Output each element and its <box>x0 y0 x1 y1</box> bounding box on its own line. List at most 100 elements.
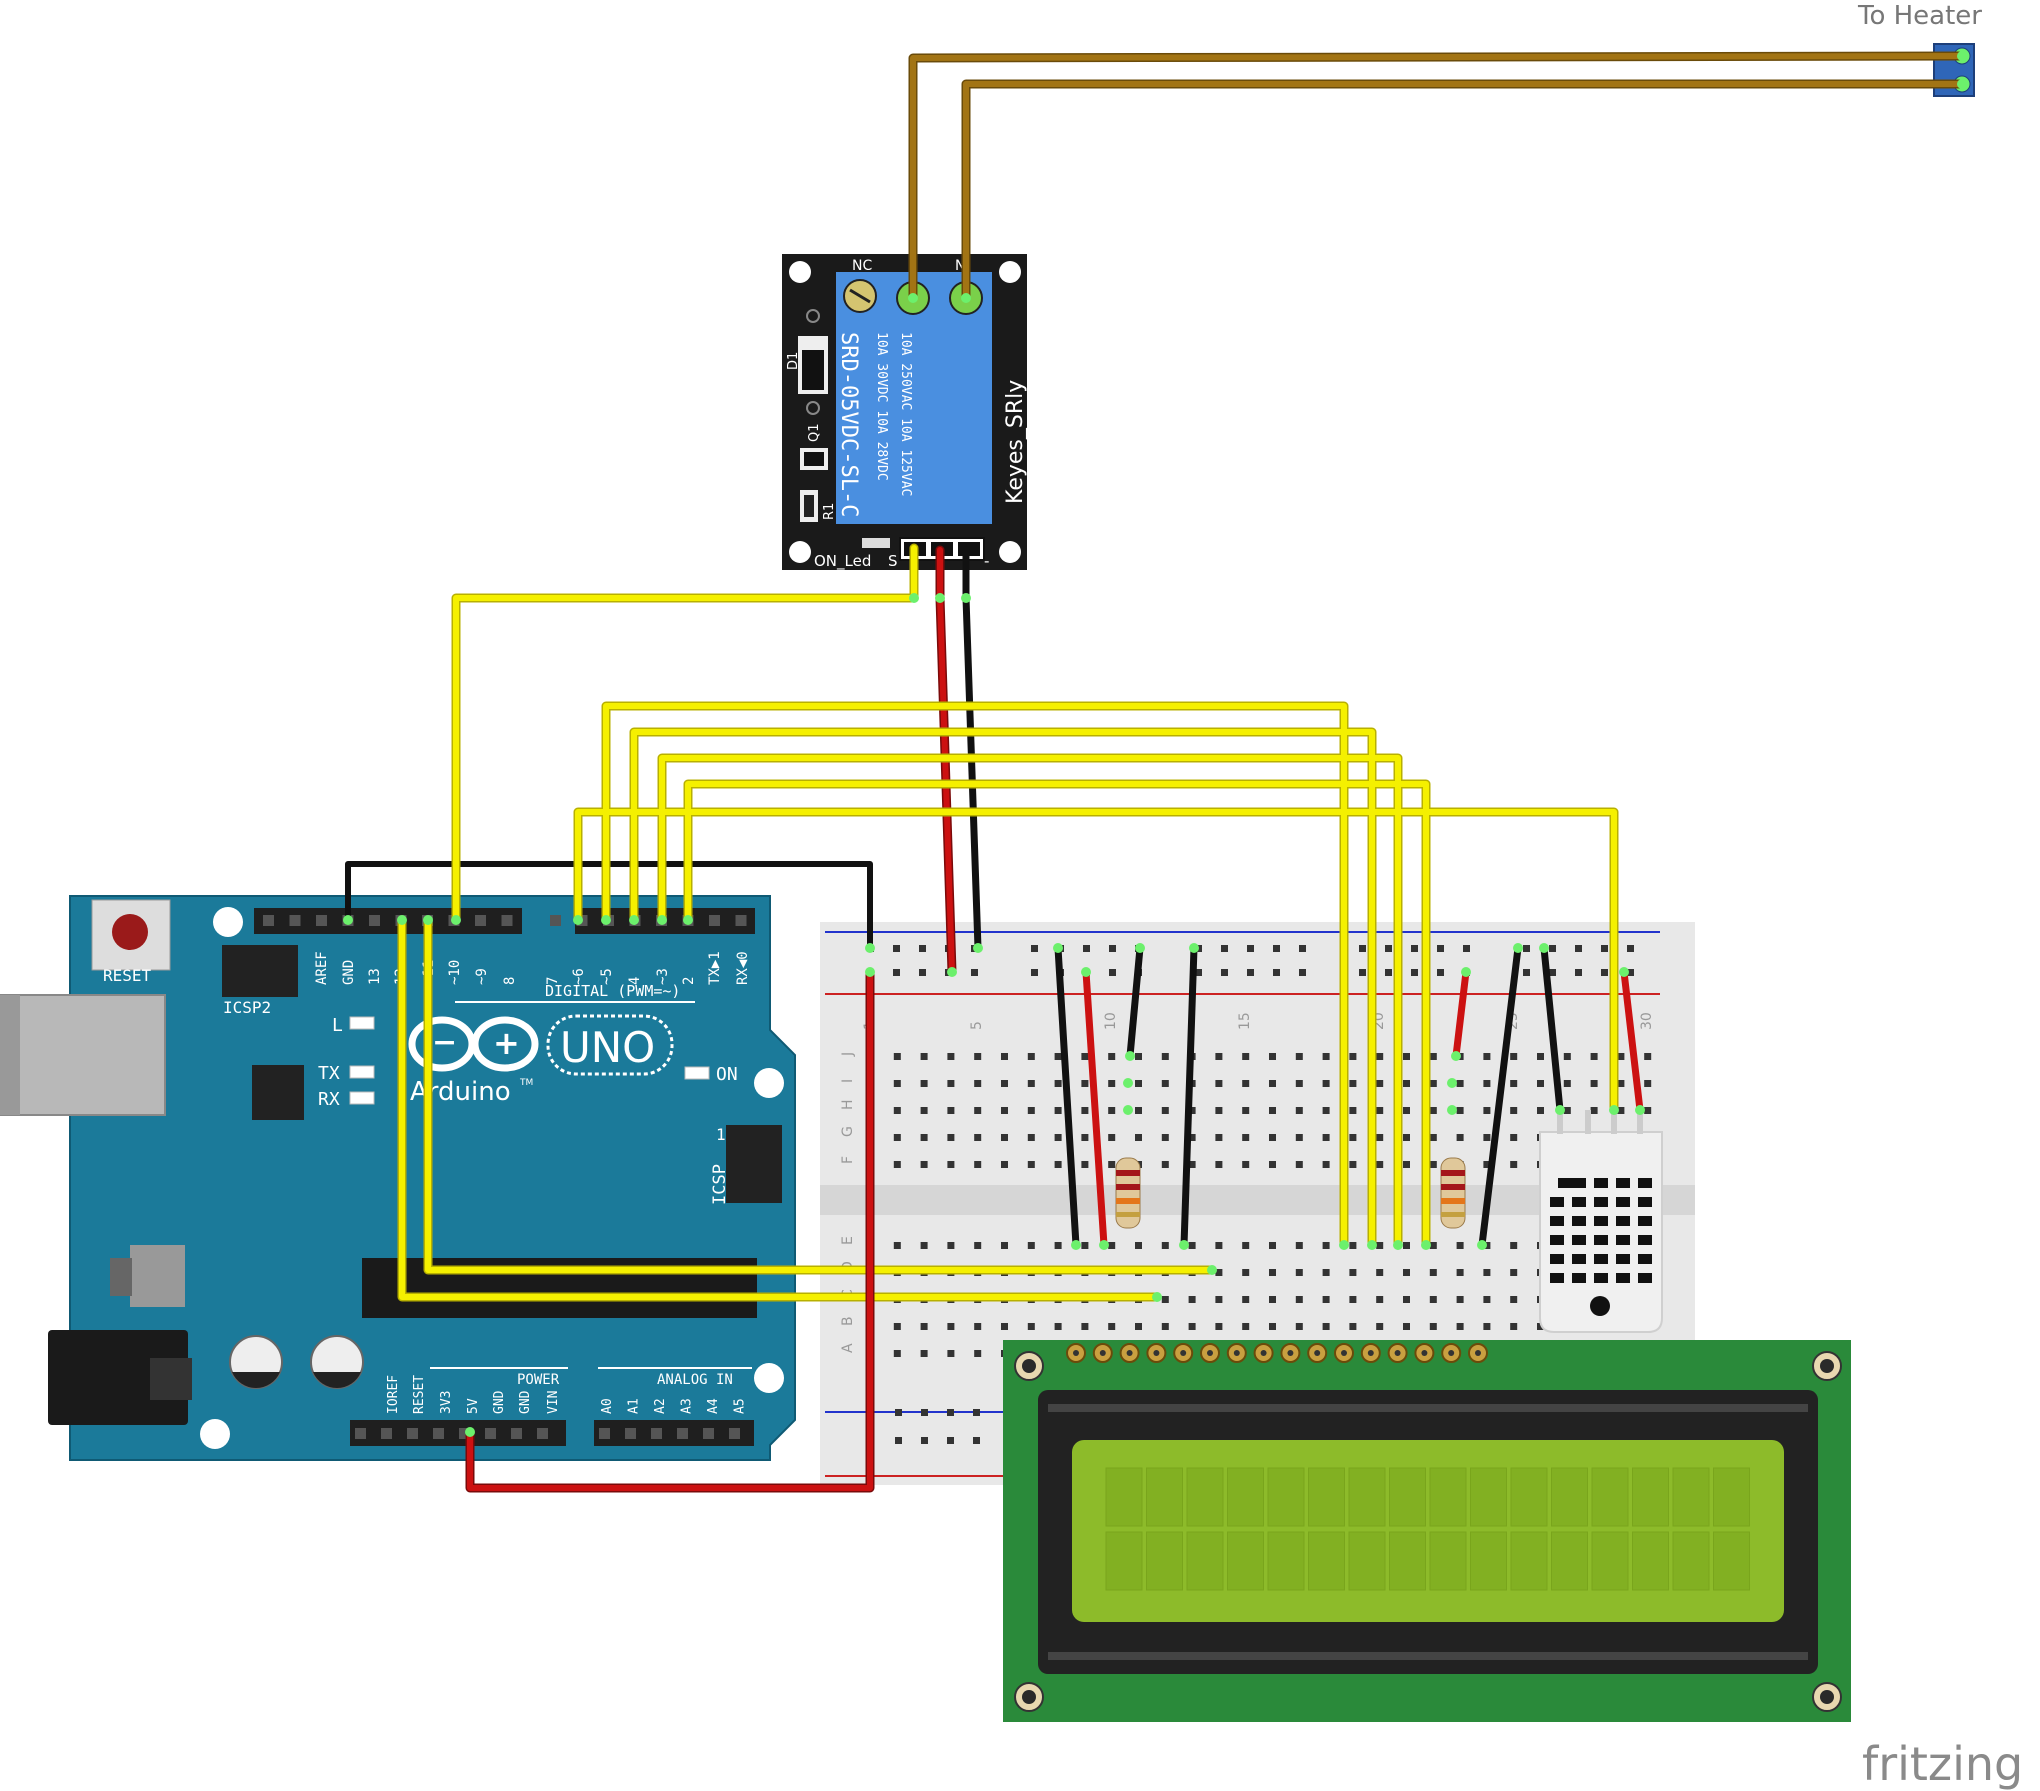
uno-label: UNO <box>560 1023 655 1072</box>
breadboard-hole <box>1269 1242 1276 1249</box>
breadboard-hole <box>1188 1296 1196 1303</box>
dht-pin <box>1557 1110 1563 1134</box>
relay-rating-2: 10A 30VDC 10A 28VDC <box>874 332 889 481</box>
breadboard-hole <box>947 1242 955 1249</box>
lcd-char-cell <box>1105 1467 1143 1527</box>
dht-vent <box>1638 1235 1652 1245</box>
breadboard-hole <box>1027 1107 1035 1114</box>
breadboard-hole <box>1001 1161 1008 1168</box>
breadboard-hole <box>1031 969 1038 976</box>
breadboard-hole <box>1322 1242 1330 1249</box>
breadboard-hole <box>1385 945 1392 952</box>
wire-endpoint <box>343 915 353 925</box>
breadboard-hole <box>1027 1053 1035 1060</box>
lcd-d6-wire <box>631 729 1375 1248</box>
breadboard-hole <box>1483 1296 1491 1303</box>
arduino-pin-label: AREF <box>314 951 330 985</box>
lcd-char-cell <box>1186 1467 1224 1527</box>
breadboard-hole <box>1322 1296 1330 1303</box>
breadboard-hole <box>1054 1080 1062 1087</box>
breadboard-hole <box>1269 1107 1276 1114</box>
breadboard-hole <box>1135 1080 1142 1087</box>
breadboard-hole <box>1376 1296 1384 1303</box>
breadboard-hole <box>1054 1323 1062 1330</box>
reset-button[interactable] <box>91 899 171 971</box>
dht-vent <box>1594 1235 1608 1245</box>
dht-vent <box>1616 1178 1630 1188</box>
lcd-char-cell <box>1429 1531 1467 1591</box>
breadboard-hole <box>1269 1269 1276 1276</box>
breadboard-hole <box>1349 1269 1357 1276</box>
header-pin <box>433 1428 444 1439</box>
breadboard-hole <box>1269 1161 1276 1168</box>
breadboard-hole <box>1617 1080 1625 1087</box>
breadboard-hole <box>1242 1242 1250 1249</box>
arduino-pin-label: ~6 <box>571 968 587 985</box>
breadboard-hole <box>1295 1080 1303 1087</box>
wire-endpoint <box>961 593 971 603</box>
arduino-pin-label: VIN <box>546 1391 561 1414</box>
wire-endpoint <box>397 915 407 925</box>
breadboard-hole <box>920 1242 928 1249</box>
breadboard-hole <box>947 1409 954 1416</box>
wire-endpoint <box>1135 943 1145 953</box>
breadboard-hole <box>1483 1080 1491 1087</box>
wire-endpoint <box>1071 1240 1081 1250</box>
breadboard-hole <box>971 969 978 976</box>
header-pin <box>475 915 486 926</box>
relay-s-label: S <box>888 552 898 570</box>
wire-endpoint <box>1179 1240 1189 1250</box>
header-pin <box>537 1428 548 1439</box>
breadboard-hole <box>1376 1134 1384 1141</box>
breadboard-hole <box>1242 1080 1250 1087</box>
breadboard-hole <box>1247 969 1254 976</box>
lcd-char-cell <box>1672 1531 1710 1591</box>
heater-label: To Heater <box>1857 1 1982 31</box>
breadboard-hole <box>1456 1269 1464 1276</box>
breadboard-hole <box>1510 1296 1518 1303</box>
wires <box>345 51 1967 1493</box>
breadboard-hole <box>974 1080 982 1087</box>
breadboard-hole <box>1510 1161 1518 1168</box>
dht-vent <box>1572 1254 1586 1264</box>
wire-endpoint <box>1393 1240 1403 1250</box>
wire-endpoint <box>973 943 983 953</box>
dht-vent <box>1616 1273 1630 1283</box>
wire-endpoint <box>1513 943 1523 953</box>
arduino-pin-label: 13 <box>367 968 383 985</box>
wire-endpoint <box>1123 1105 1133 1115</box>
breadboard-hole <box>1054 1242 1062 1249</box>
dht-vent <box>1558 1178 1572 1188</box>
lcd-char-cell <box>1348 1531 1386 1591</box>
header-pin <box>485 1428 496 1439</box>
breadboard-hole <box>1299 945 1306 952</box>
breadboard-hole <box>1242 1269 1250 1276</box>
breadboard-hole <box>1590 1107 1598 1114</box>
relay-nc-label: NC <box>852 258 872 274</box>
wire-endpoint <box>1447 1078 1457 1088</box>
breadboard-hole <box>1563 1053 1571 1060</box>
dht-pin <box>1637 1110 1643 1134</box>
lcd-char-cell <box>1186 1531 1224 1591</box>
breadboard-hole <box>974 1053 982 1060</box>
arduino-pin-label: 5V <box>466 1398 481 1414</box>
breadboard-hole <box>1376 1242 1384 1249</box>
breadboard-row-letter: B <box>840 1316 856 1326</box>
breadboard-hole <box>1523 969 1530 976</box>
breadboard-hole <box>1195 969 1202 976</box>
header-pin <box>651 1428 662 1439</box>
header-pin <box>729 1428 740 1439</box>
lcd-rs-wire <box>399 917 1160 1300</box>
relay-gnd-wire <box>962 546 982 952</box>
breadboard-hole <box>974 1350 982 1357</box>
arduino-pin-label: GND <box>492 1390 507 1414</box>
breadboard-hole <box>1081 1242 1089 1249</box>
breadboard-hole <box>1215 1269 1223 1276</box>
breadboard-hole <box>1215 1107 1223 1114</box>
breadboard-hole <box>1403 1134 1410 1141</box>
header-pin <box>459 1428 470 1439</box>
lcd-char-cell <box>1227 1531 1264 1591</box>
dht-vent <box>1616 1197 1630 1207</box>
